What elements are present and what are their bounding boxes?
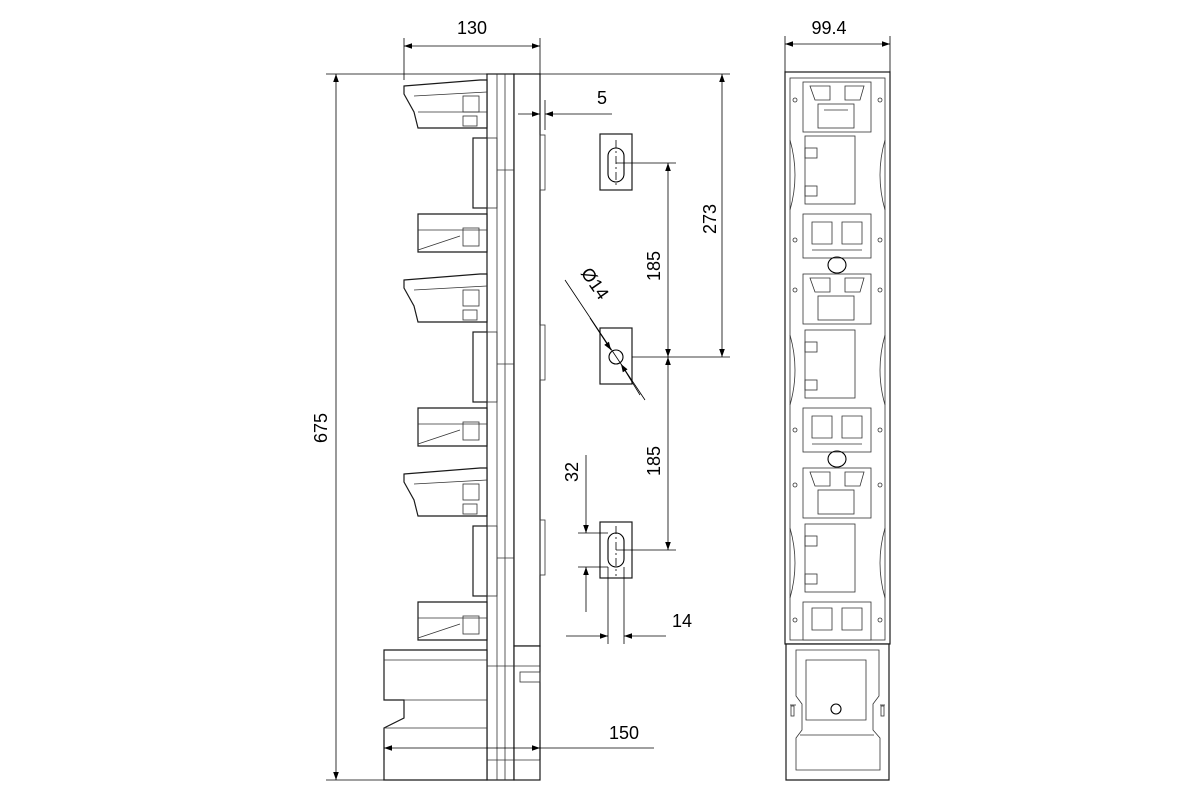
front-fuse-group-1: [802, 81, 872, 274]
side-fuse-module-1: [403, 79, 488, 129]
dim-label-32: 32: [562, 462, 582, 482]
front-fuse-group-3: [802, 467, 872, 641]
dim-label-99-4: 99.4: [811, 18, 846, 38]
side-fuse-module-4: [417, 407, 488, 447]
side-fuse-module-3: [403, 273, 488, 323]
front-terminal-hole: [830, 703, 842, 715]
dim-line-diameter: [564, 279, 646, 401]
dim-label-130: 130: [457, 18, 487, 38]
dim-label-273: 273: [700, 204, 720, 234]
dim-label-185-lower: 185: [644, 446, 664, 476]
hole-center: [608, 349, 624, 365]
dim-label-5: 5: [597, 88, 607, 108]
side-fuse-module-2: [417, 213, 488, 253]
plate-tab: [539, 519, 546, 576]
dim-label-675: 675: [311, 413, 331, 443]
dim-label-14: 14: [672, 611, 692, 631]
side-view: [383, 73, 546, 781]
dimension-labels: 130 99.4 5 273 185 185 Ø14 32 14 675 150: [311, 18, 847, 743]
dim-label-diameter: Ø14: [577, 264, 613, 303]
side-fuse-holder: [472, 525, 488, 597]
dim-label-150: 150: [609, 723, 639, 743]
side-fuse-holder: [472, 137, 488, 209]
side-rail: [486, 73, 515, 781]
side-fuse-holder: [472, 331, 488, 403]
side-mounting-plate: [513, 73, 541, 647]
plate-tab: [539, 324, 546, 381]
front-terminal-base: [785, 643, 890, 781]
dim-label-185-upper: 185: [644, 251, 664, 281]
dimension-lines: [326, 36, 891, 781]
plate-tab: [539, 134, 546, 191]
side-lower-plate: [513, 645, 541, 781]
front-view: [784, 71, 891, 781]
side-fuse-module-6: [417, 601, 488, 641]
front-fuse-group-2: [802, 273, 872, 468]
side-fuse-module-5: [403, 467, 488, 517]
